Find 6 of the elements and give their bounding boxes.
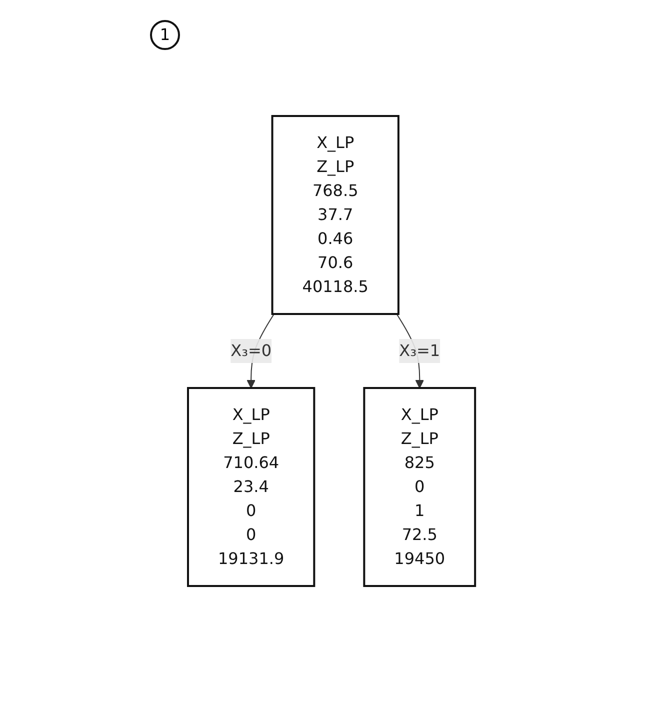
node-number: 1 (150, 20, 180, 50)
edge-label: X₃=0 (231, 341, 272, 360)
node-box: X_LP Z_LP 768.5 37.7 0.46 70.6 40118.5 (272, 115, 400, 315)
node-box: X_LP Z_LP 710.64 23.4 0 0 19131.9 (187, 387, 316, 587)
edge-label: X₃=1 (400, 341, 441, 360)
node-box: X_LP Z_LP 825 0 1 72.5 19450 (364, 387, 477, 587)
